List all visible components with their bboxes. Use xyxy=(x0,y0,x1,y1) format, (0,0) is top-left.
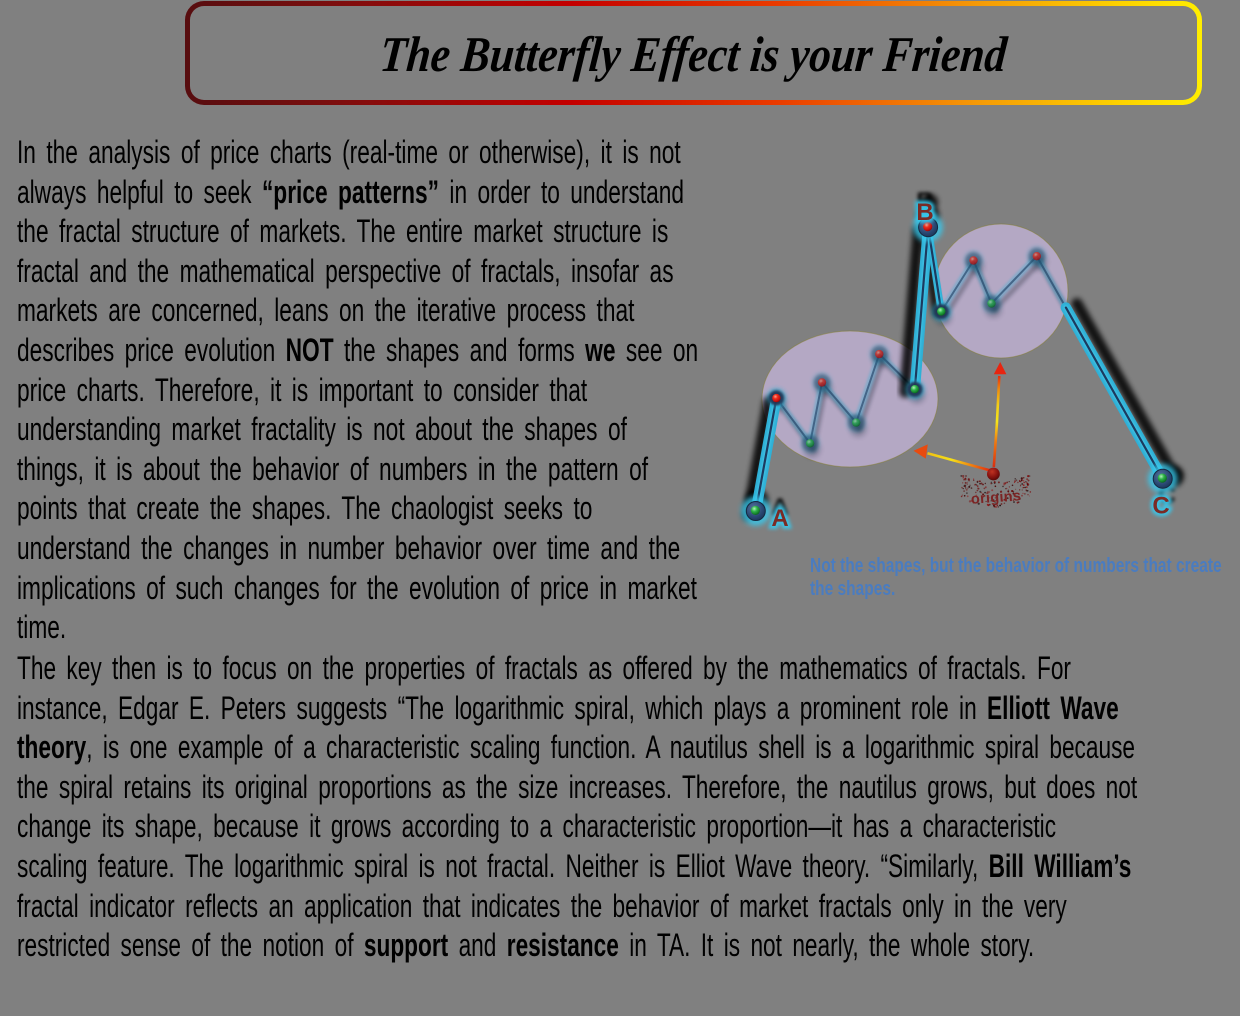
svg-text:A: A xyxy=(771,494,788,521)
svg-text:C: C xyxy=(1152,493,1169,520)
svg-text:B: B xyxy=(916,188,933,215)
svg-text:A: A xyxy=(771,505,788,532)
svg-text:A: A xyxy=(771,505,788,532)
svg-text:B: B xyxy=(916,199,933,226)
svg-text:origins: origins xyxy=(970,488,1021,507)
svg-text:C: C xyxy=(1152,493,1169,520)
svg-text:B: B xyxy=(916,199,933,226)
